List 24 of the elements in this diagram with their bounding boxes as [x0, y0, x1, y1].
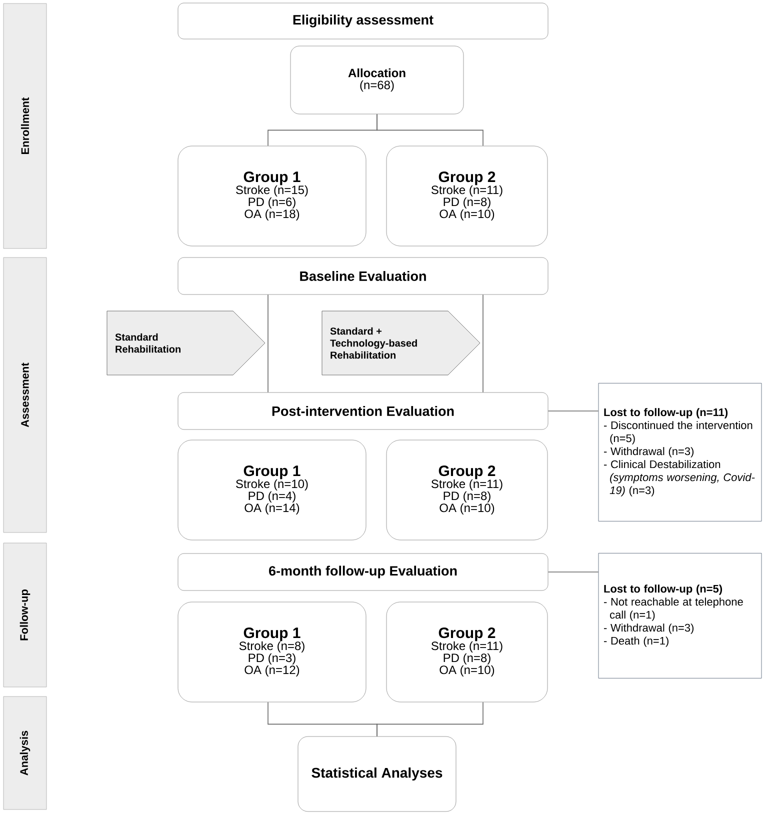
- connector-line: [482, 294, 484, 393]
- connector-line: [376, 114, 484, 146]
- pentagon-label: Standard + Technology-based Rehabilitation: [322, 310, 480, 376]
- group-box: Group 2 Stroke (n=11) PD (n=8) OA (n=10): [386, 440, 548, 540]
- stage-box: Eligibility assessment: [178, 2, 548, 40]
- analysis-box: Statistical Analyses: [298, 736, 456, 812]
- group-box: Group 2 Stroke (n=11) PD (n=8) OA (n=10): [386, 146, 548, 246]
- dropout-box: Lost to follow-up (n=5) - Not reachable at telephone call (n=1) - Withdrawal (n=3) - Death (n=1): [598, 553, 762, 678]
- phase-band: Analysis: [3, 696, 47, 810]
- stage-box: Post-intervention Evaluation: [178, 392, 548, 430]
- group-box: Group 1 Stroke (n=15) PD (n=6) OA (n=18): [178, 146, 366, 246]
- stage-box: 6-month follow-up Evaluation: [178, 553, 548, 591]
- stage-box: Baseline Evaluation: [178, 257, 548, 295]
- group-box: Group 1 Stroke (n=8) PD (n=3) OA (n=12): [178, 602, 366, 702]
- group-box: Group 1 Stroke (n=10) PD (n=4) OA (n=14): [178, 440, 366, 540]
- connector-line: [548, 410, 599, 412]
- group-box: Group 2 Stroke (n=11) PD (n=8) OA (n=10): [386, 602, 548, 702]
- phase-band: Follow-up: [3, 542, 47, 688]
- phase-band: Assessment: [3, 257, 47, 533]
- phase-band: Enrollment: [3, 3, 47, 249]
- dropout-box: Lost to follow-up (n=11) - Discontinued the intervention (n=5) - Withdrawal (n=3) - Clinical Destabilization (symptoms worsening, Covid-19) (n=3): [598, 383, 762, 522]
- pentagon-label: Standard Rehabilitation: [106, 310, 266, 376]
- allocation-box: Allocation (n=68): [290, 46, 464, 114]
- connector-line: [376, 702, 484, 737]
